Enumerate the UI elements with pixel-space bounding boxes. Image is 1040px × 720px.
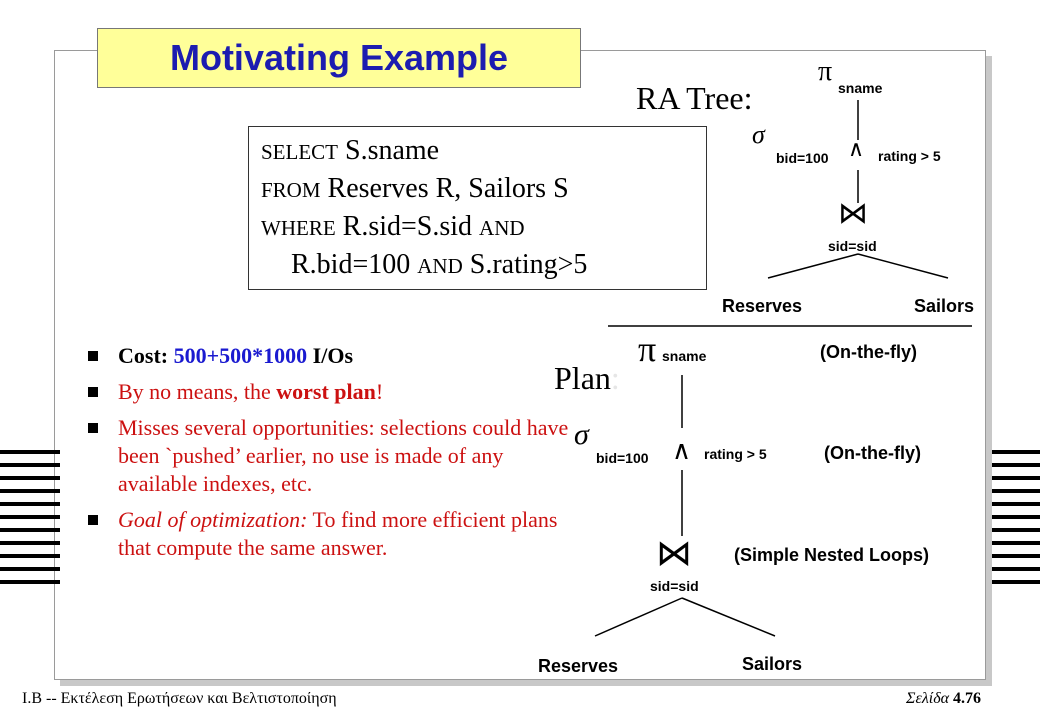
plan-leaf-sailors: Sailors bbox=[742, 654, 803, 674]
ra-select-symbol: σ bbox=[752, 120, 765, 149]
ra-project-attr: sname bbox=[838, 80, 883, 96]
ra-select-right: rating > 5 bbox=[878, 148, 941, 164]
bullet-goal: Goal of optimization: To find more effic… bbox=[86, 506, 586, 562]
ra-project-symbol: π bbox=[818, 56, 833, 87]
bullet-missed-opportunities: Misses several opportunities: selections… bbox=[86, 414, 586, 498]
plan-label: Plan: bbox=[554, 360, 620, 396]
sql-line-from: FROM Reserves R, Sailors S bbox=[261, 173, 569, 204]
left-stripes bbox=[0, 450, 60, 593]
sql-line-select: SELECT S.sname bbox=[261, 135, 440, 166]
plan-project-symbol: π bbox=[638, 329, 657, 369]
plan-select-right: rating > 5 bbox=[704, 446, 767, 462]
bullet-list: Cost: 500+500*1000 I/Os By no means, the… bbox=[86, 342, 586, 570]
plan-and-symbol: ∧ bbox=[672, 436, 692, 465]
ra-join-symbol: ⋈ bbox=[838, 197, 868, 230]
plan-join-note: (Simple Nested Loops) bbox=[734, 545, 930, 565]
sql-line-condition: R.bid=100 AND S.rating>5 bbox=[291, 249, 588, 280]
plan-join-symbol: ⋈ bbox=[656, 533, 692, 573]
plan-join-cond: sid=sid bbox=[650, 578, 699, 594]
ra-leaf-reserves: Reserves bbox=[722, 296, 803, 316]
plan-select-note: (On-the-fly) bbox=[824, 443, 921, 463]
footer-page: Σελίδα 4.76 bbox=[906, 690, 982, 707]
slide-title: Motivating Example bbox=[97, 28, 581, 88]
plan-project-attr: sname bbox=[662, 348, 707, 364]
footer-course: I.B -- Εκτέλεση Ερωτήσεων και Βελτιστοπο… bbox=[22, 690, 337, 707]
ra-tree-label: RA Tree: bbox=[636, 80, 753, 116]
sql-line-where: WHERE R.sid=S.sid AND bbox=[261, 211, 525, 242]
right-stripes bbox=[992, 450, 1040, 593]
ra-leaf-sailors: Sailors bbox=[914, 296, 975, 316]
plan-project-note: (On-the-fly) bbox=[820, 342, 917, 362]
bullet-not-worst: By no means, the worst plan! bbox=[86, 378, 586, 406]
ra-select-left: bid=100 bbox=[776, 150, 829, 166]
bullet-cost: Cost: 500+500*1000 I/Os bbox=[86, 342, 586, 370]
ra-and-symbol: ∧ bbox=[848, 136, 865, 161]
sql-query-box: SELECT S.sname FROM Reserves R, Sailors … bbox=[248, 126, 707, 290]
plan-select-left: bid=100 bbox=[596, 450, 649, 466]
ra-join-cond: sid=sid bbox=[828, 238, 877, 254]
plan-select-symbol: σ bbox=[574, 418, 589, 451]
plan-leaf-reserves: Reserves bbox=[538, 656, 619, 676]
